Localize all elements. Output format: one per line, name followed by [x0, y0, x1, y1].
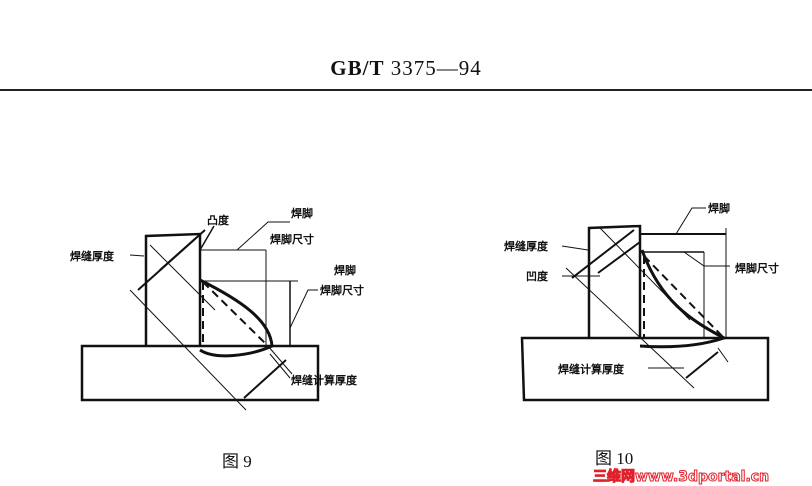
standard-number: 3375—94 [390, 56, 482, 80]
fig10-label-leg-size: 焊脚尺寸 [735, 262, 779, 275]
fig10-label-concavity: 凹度 [526, 270, 548, 283]
watermark-text: 三维网www.3dportal.cn [592, 469, 770, 486]
standard-prefix: GB/T [330, 56, 385, 80]
fig9-label-convexity: 凸度 [207, 214, 229, 227]
header-divider [0, 89, 812, 91]
figure-9-drawing [80, 221, 320, 411]
figure-10-drawing [520, 207, 770, 402]
fig9-label-leg-top: 焊脚 [291, 207, 313, 220]
figure-10-caption: 图 10 [595, 449, 634, 468]
fig9-label-leg-size-right: 焊脚尺寸 [320, 284, 364, 297]
fig9-label-throat-thickness: 焊缝厚度 [70, 250, 114, 263]
fig10-label-leg: 焊脚 [708, 202, 730, 215]
fig10-label-throat-thickness: 焊缝厚度 [504, 240, 548, 253]
page-header-title: GB/T 3375—94 [0, 56, 812, 81]
fig9-label-leg-right: 焊脚 [334, 264, 356, 277]
figure-9-caption: 图 9 [222, 452, 252, 471]
fig9-label-leg-size-top: 焊脚尺寸 [270, 233, 314, 246]
fig10-label-calc-throat: 焊缝计算厚度 [558, 363, 624, 376]
fig9-label-calc-throat: 焊缝计算厚度 [291, 374, 357, 387]
